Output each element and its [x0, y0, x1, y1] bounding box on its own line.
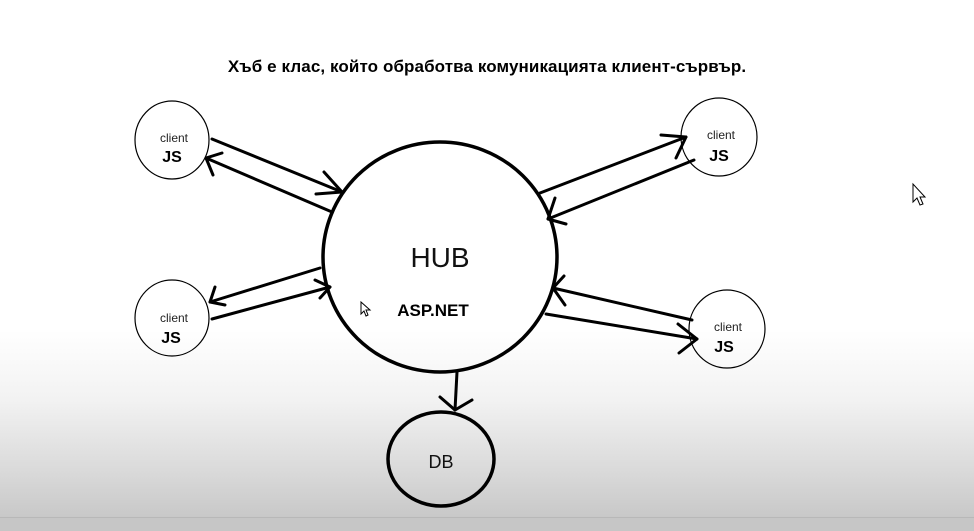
client-tech-label: JS [709, 148, 729, 165]
client-tech-label: JS [161, 330, 181, 347]
arrow-hub-to-client-top-right [538, 133, 688, 195]
arrow-hub-to-client-bottom-left [208, 266, 322, 307]
bottom-bar [0, 517, 974, 531]
arrow-hub-to-client-bottom-right [544, 312, 699, 355]
arrow-client-top-left-to-hub [210, 137, 344, 196]
hub-label: HUB [410, 242, 469, 273]
client-tech-label: JS [162, 149, 182, 166]
client-node-bottom-left: client JS [134, 279, 210, 357]
client-label: client [160, 131, 189, 145]
client-node-top-right: client JS [680, 97, 758, 177]
arrow-client-bottom-right-to-hub [551, 274, 694, 322]
database-node: DB [386, 410, 496, 508]
client-node-top-left: client JS [134, 100, 210, 180]
client-tech-label: JS [714, 339, 734, 356]
arrow-hub-to-database [438, 370, 474, 412]
mouse-cursor-icon [360, 300, 372, 317]
hub-node: HUB ASP.NET [321, 140, 559, 374]
client-label: client [707, 128, 736, 142]
arrow-hub-to-client-top-left [204, 151, 334, 214]
client-node-bottom-right: client JS [688, 289, 766, 369]
slide-title: Хъб е клас, който обработва комуникацият… [227, 57, 747, 76]
hub-platform-label: ASP.NET [397, 301, 469, 320]
client-label: client [714, 320, 743, 334]
client-label: client [160, 311, 189, 325]
arrow-client-top-right-to-hub [546, 158, 696, 226]
arrow-client-bottom-left-to-hub [210, 278, 332, 321]
mouse-cursor-icon [912, 182, 927, 206]
database-label: DB [428, 452, 453, 472]
